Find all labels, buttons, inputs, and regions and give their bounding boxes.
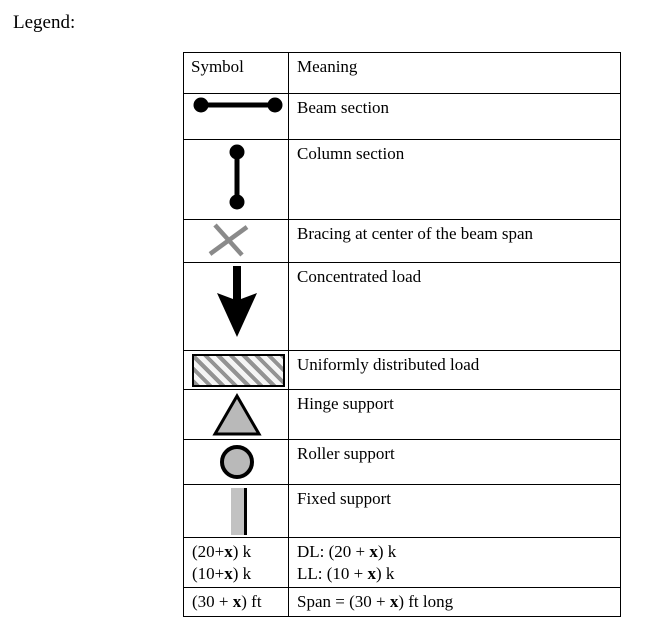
variable-x: x xyxy=(224,542,233,561)
table-row: Fixed support xyxy=(183,484,621,538)
variable-x: x xyxy=(367,564,377,583)
page-title: Legend: xyxy=(13,12,76,33)
variable-x: x xyxy=(369,542,378,561)
meaning-cell: Bracing at center of the beam span xyxy=(288,219,621,263)
table-row: Hinge support xyxy=(183,389,621,440)
meaning-cell: Hinge support xyxy=(288,389,621,440)
fixed-support-bar-icon xyxy=(231,488,247,535)
table-row: Uniformly distributed load xyxy=(183,350,621,390)
meaning-cell: DL: (20 + x) k LL: (10 + x) k xyxy=(288,537,621,588)
symbol-text-cell: (30 + x) ft xyxy=(183,587,289,617)
table-row: Roller support xyxy=(183,439,621,485)
header-row: Symbol Meaning xyxy=(183,52,621,94)
meaning-cell: Concentrated load xyxy=(288,262,621,351)
meaning-line: LL: (10 + x) k xyxy=(297,564,395,583)
symbol-line: (10+x) k xyxy=(192,564,252,583)
meaning-cell: Fixed support xyxy=(288,484,621,538)
bracing-x-icon xyxy=(208,223,249,257)
meaning-cell: Uniformly distributed load xyxy=(288,350,621,390)
meaning-cell: Beam section xyxy=(288,93,621,140)
table-row: (30 + x) ft Span = (30 + x) ft long xyxy=(183,587,621,617)
meaning-line: Span = (30 + x) ft long xyxy=(297,592,454,611)
hinge-support-triangle-icon xyxy=(212,393,262,436)
meaning-column-header: Meaning xyxy=(288,52,621,94)
symbol-line: (20+x) k xyxy=(192,542,252,561)
legend-table: Symbol Meaning Beam section Column secti… xyxy=(183,52,621,617)
udl-hatched-bar-icon xyxy=(192,354,285,387)
roller-support-circle-icon xyxy=(220,445,254,479)
meaning-line: DL: (20 + x) k xyxy=(297,542,397,561)
variable-x: x xyxy=(389,592,399,611)
table-row: Bracing at center of the beam span xyxy=(183,219,621,263)
variable-x: x xyxy=(224,564,233,583)
column-section-icon xyxy=(229,144,245,210)
meaning-cell: Span = (30 + x) ft long xyxy=(288,587,621,617)
meaning-cell: Column section xyxy=(288,139,621,220)
symbol-line: (30 + x) ft xyxy=(192,592,262,611)
table-row: Column section xyxy=(183,139,621,220)
beam-section-icon xyxy=(193,97,283,113)
table-row: (20+x) k (10+x) k DL: (20 + x) k LL: (10… xyxy=(183,537,621,588)
variable-x: x xyxy=(232,592,242,611)
table-row: Concentrated load xyxy=(183,262,621,351)
symbol-column-header: Symbol xyxy=(183,52,289,94)
concentrated-load-arrow-icon xyxy=(217,266,257,337)
meaning-cell: Roller support xyxy=(288,439,621,485)
symbol-text-cell: (20+x) k (10+x) k xyxy=(183,537,289,588)
table-row: Beam section xyxy=(183,93,621,140)
